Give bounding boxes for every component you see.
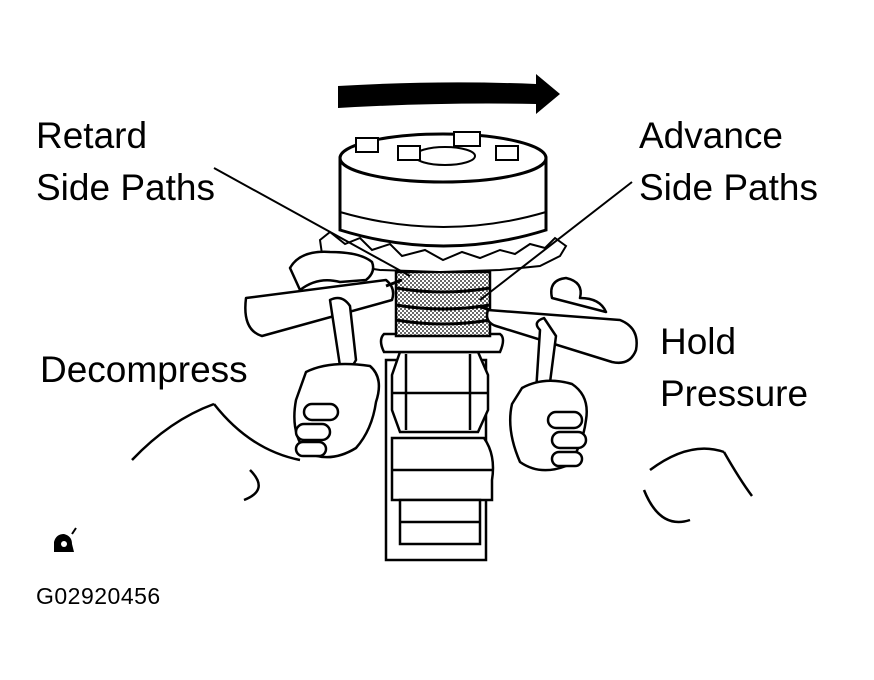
advance-side-paths-label: Advance Side Paths [639, 110, 818, 214]
figure-id: G02920456 [36, 583, 161, 609]
advance-label-line1: Advance [639, 115, 783, 156]
camshaft [384, 350, 495, 562]
snail-icon [54, 527, 77, 552]
retard-side-paths-label: Retard Side Paths [36, 110, 215, 214]
retard-label-line2: Side Paths [36, 167, 215, 208]
left-hand [131, 250, 403, 502]
decompress-label: Decompress [40, 344, 248, 396]
decompress-label-text: Decompress [40, 349, 248, 390]
right-hand [477, 276, 754, 524]
retard-label-line1: Retard [36, 115, 148, 156]
vvt-housing [338, 131, 548, 248]
advance-label-line2: Side Paths [639, 167, 818, 208]
journal [379, 270, 505, 354]
hold-label-line2: Pressure [660, 373, 809, 414]
hold-pressure-label: Hold Pressure [660, 316, 808, 420]
hold-label-line1: Hold [660, 321, 737, 362]
rotation-arrow-icon [338, 74, 560, 114]
gear-teeth [318, 230, 568, 274]
leader-lines [213, 167, 633, 301]
